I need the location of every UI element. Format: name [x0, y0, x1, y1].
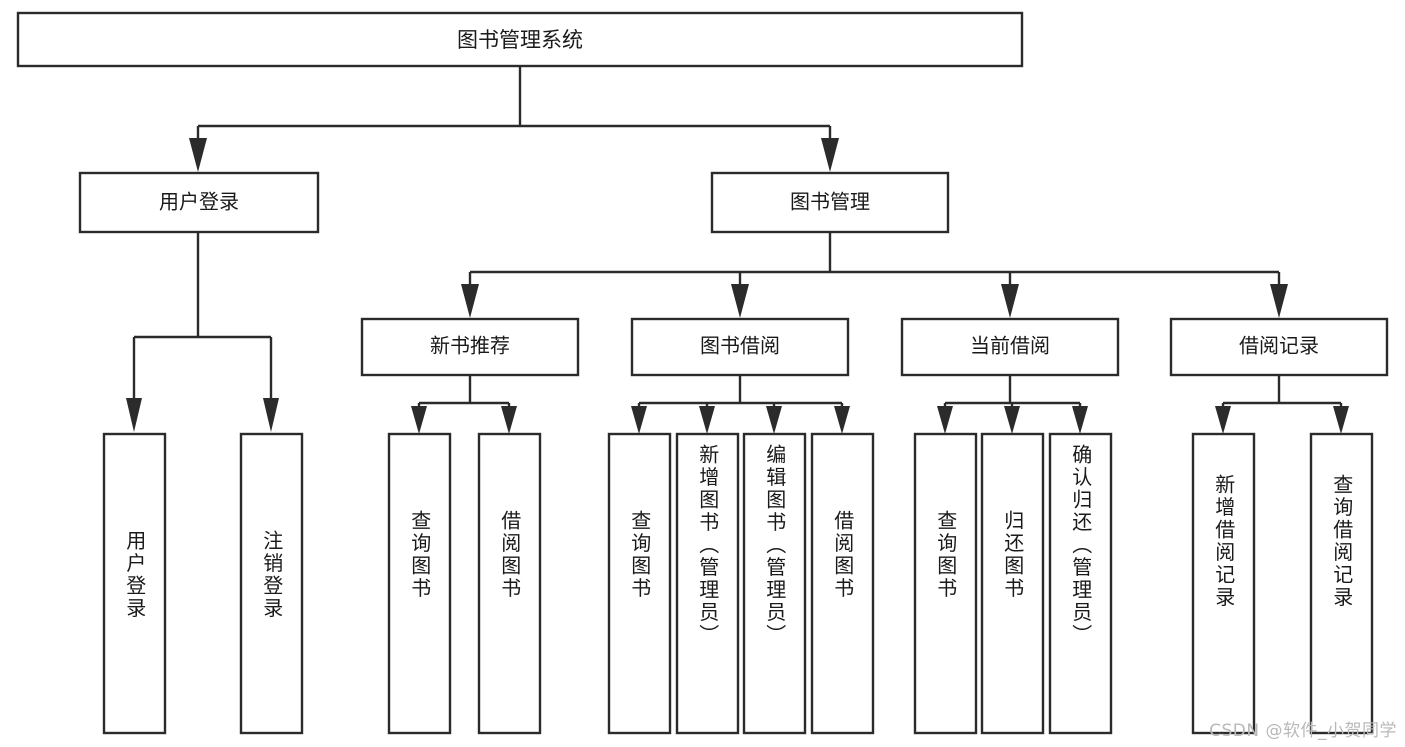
node-current-borrow-rect[interactable] [900, 317, 1120, 377]
leaf-edit-book-rect[interactable] [742, 432, 807, 735]
connector-borrowrecord-to-leaves [1215, 375, 1349, 434]
connector-bookmgmt-to-level3 [461, 232, 1288, 318]
arrow-head-icon [937, 406, 953, 434]
node-current-borrow[interactable]: 当前借阅 [900, 317, 1120, 377]
leaf-add-record-rect[interactable] [1191, 432, 1256, 735]
node-root[interactable]: 图书管理系统 [16, 11, 1024, 68]
arrow-head-icon [501, 406, 517, 434]
node-new-book-recommend-rect[interactable] [360, 317, 580, 377]
arrow-head-icon [1215, 406, 1231, 434]
leaf-return-book-rect[interactable] [980, 432, 1045, 735]
leaf-query-book-c-rect[interactable] [913, 432, 978, 735]
node-borrow-record-label: 借阅记录 [1239, 334, 1319, 358]
connector-root-to-level2 [189, 66, 839, 172]
arrow-head-icon [126, 398, 142, 432]
arrow-head-icon [699, 406, 715, 434]
leaf-query-book-a-rect[interactable] [387, 432, 452, 735]
node-user-login-label: 用户登录 [159, 190, 239, 214]
leaf-confirm-return-rect[interactable] [1048, 432, 1113, 735]
connector-bookborrow-to-leaves [631, 375, 850, 434]
watermark-text: CSDN @软件_小贺同学 [1209, 721, 1397, 741]
node-root-rect[interactable] [16, 11, 1024, 68]
node-book-management-rect[interactable] [710, 171, 950, 234]
arrow-head-icon [1072, 406, 1088, 434]
connector-currentborrow-to-leaves [937, 375, 1088, 434]
arrow-head-icon [631, 406, 647, 434]
node-borrow-record[interactable]: 借阅记录 [1169, 317, 1389, 377]
arrow-head-icon [1333, 406, 1349, 434]
leaf-add-book-rect[interactable] [675, 432, 740, 735]
arrow-head-icon [1270, 284, 1288, 318]
arrow-head-icon [461, 284, 479, 318]
arrow-head-icon [731, 284, 749, 318]
arrow-head-icon [263, 398, 279, 432]
arrow-head-icon [821, 138, 839, 172]
leaf-query-record-rect[interactable] [1309, 432, 1374, 735]
arrow-head-icon [766, 406, 782, 434]
node-borrow-record-rect[interactable] [1169, 317, 1389, 377]
node-new-book-recommend-label: 新书推荐 [430, 334, 510, 358]
arrow-head-icon [189, 138, 207, 172]
node-current-borrow-label: 当前借阅 [970, 334, 1050, 358]
connector-userlogin-to-leaves [126, 232, 279, 432]
node-book-borrow-rect[interactable] [630, 317, 850, 377]
arrow-head-icon [834, 406, 850, 434]
leaf-user-login-rect[interactable] [102, 432, 167, 735]
node-user-login-rect[interactable] [78, 171, 320, 234]
arrow-head-icon [1004, 406, 1020, 434]
node-root-label: 图书管理系统 [457, 28, 583, 52]
arrow-head-icon [1001, 284, 1019, 318]
leaf-borrow-book-a-rect[interactable] [477, 432, 542, 735]
node-user-login[interactable]: 用户登录 [78, 171, 320, 234]
arrow-head-icon [411, 406, 427, 434]
leaf-logout-rect[interactable] [239, 432, 304, 735]
node-new-book-recommend[interactable]: 新书推荐 [360, 317, 580, 377]
node-book-borrow-label: 图书借阅 [700, 334, 780, 358]
leaf-borrow-book-b-rect[interactable] [810, 432, 875, 735]
node-book-management-label: 图书管理 [790, 190, 870, 214]
node-book-management[interactable]: 图书管理 [710, 171, 950, 234]
connector-newbook-to-leaves [411, 375, 517, 434]
node-book-borrow[interactable]: 图书借阅 [630, 317, 850, 377]
leaf-query-book-b-rect[interactable] [607, 432, 672, 735]
